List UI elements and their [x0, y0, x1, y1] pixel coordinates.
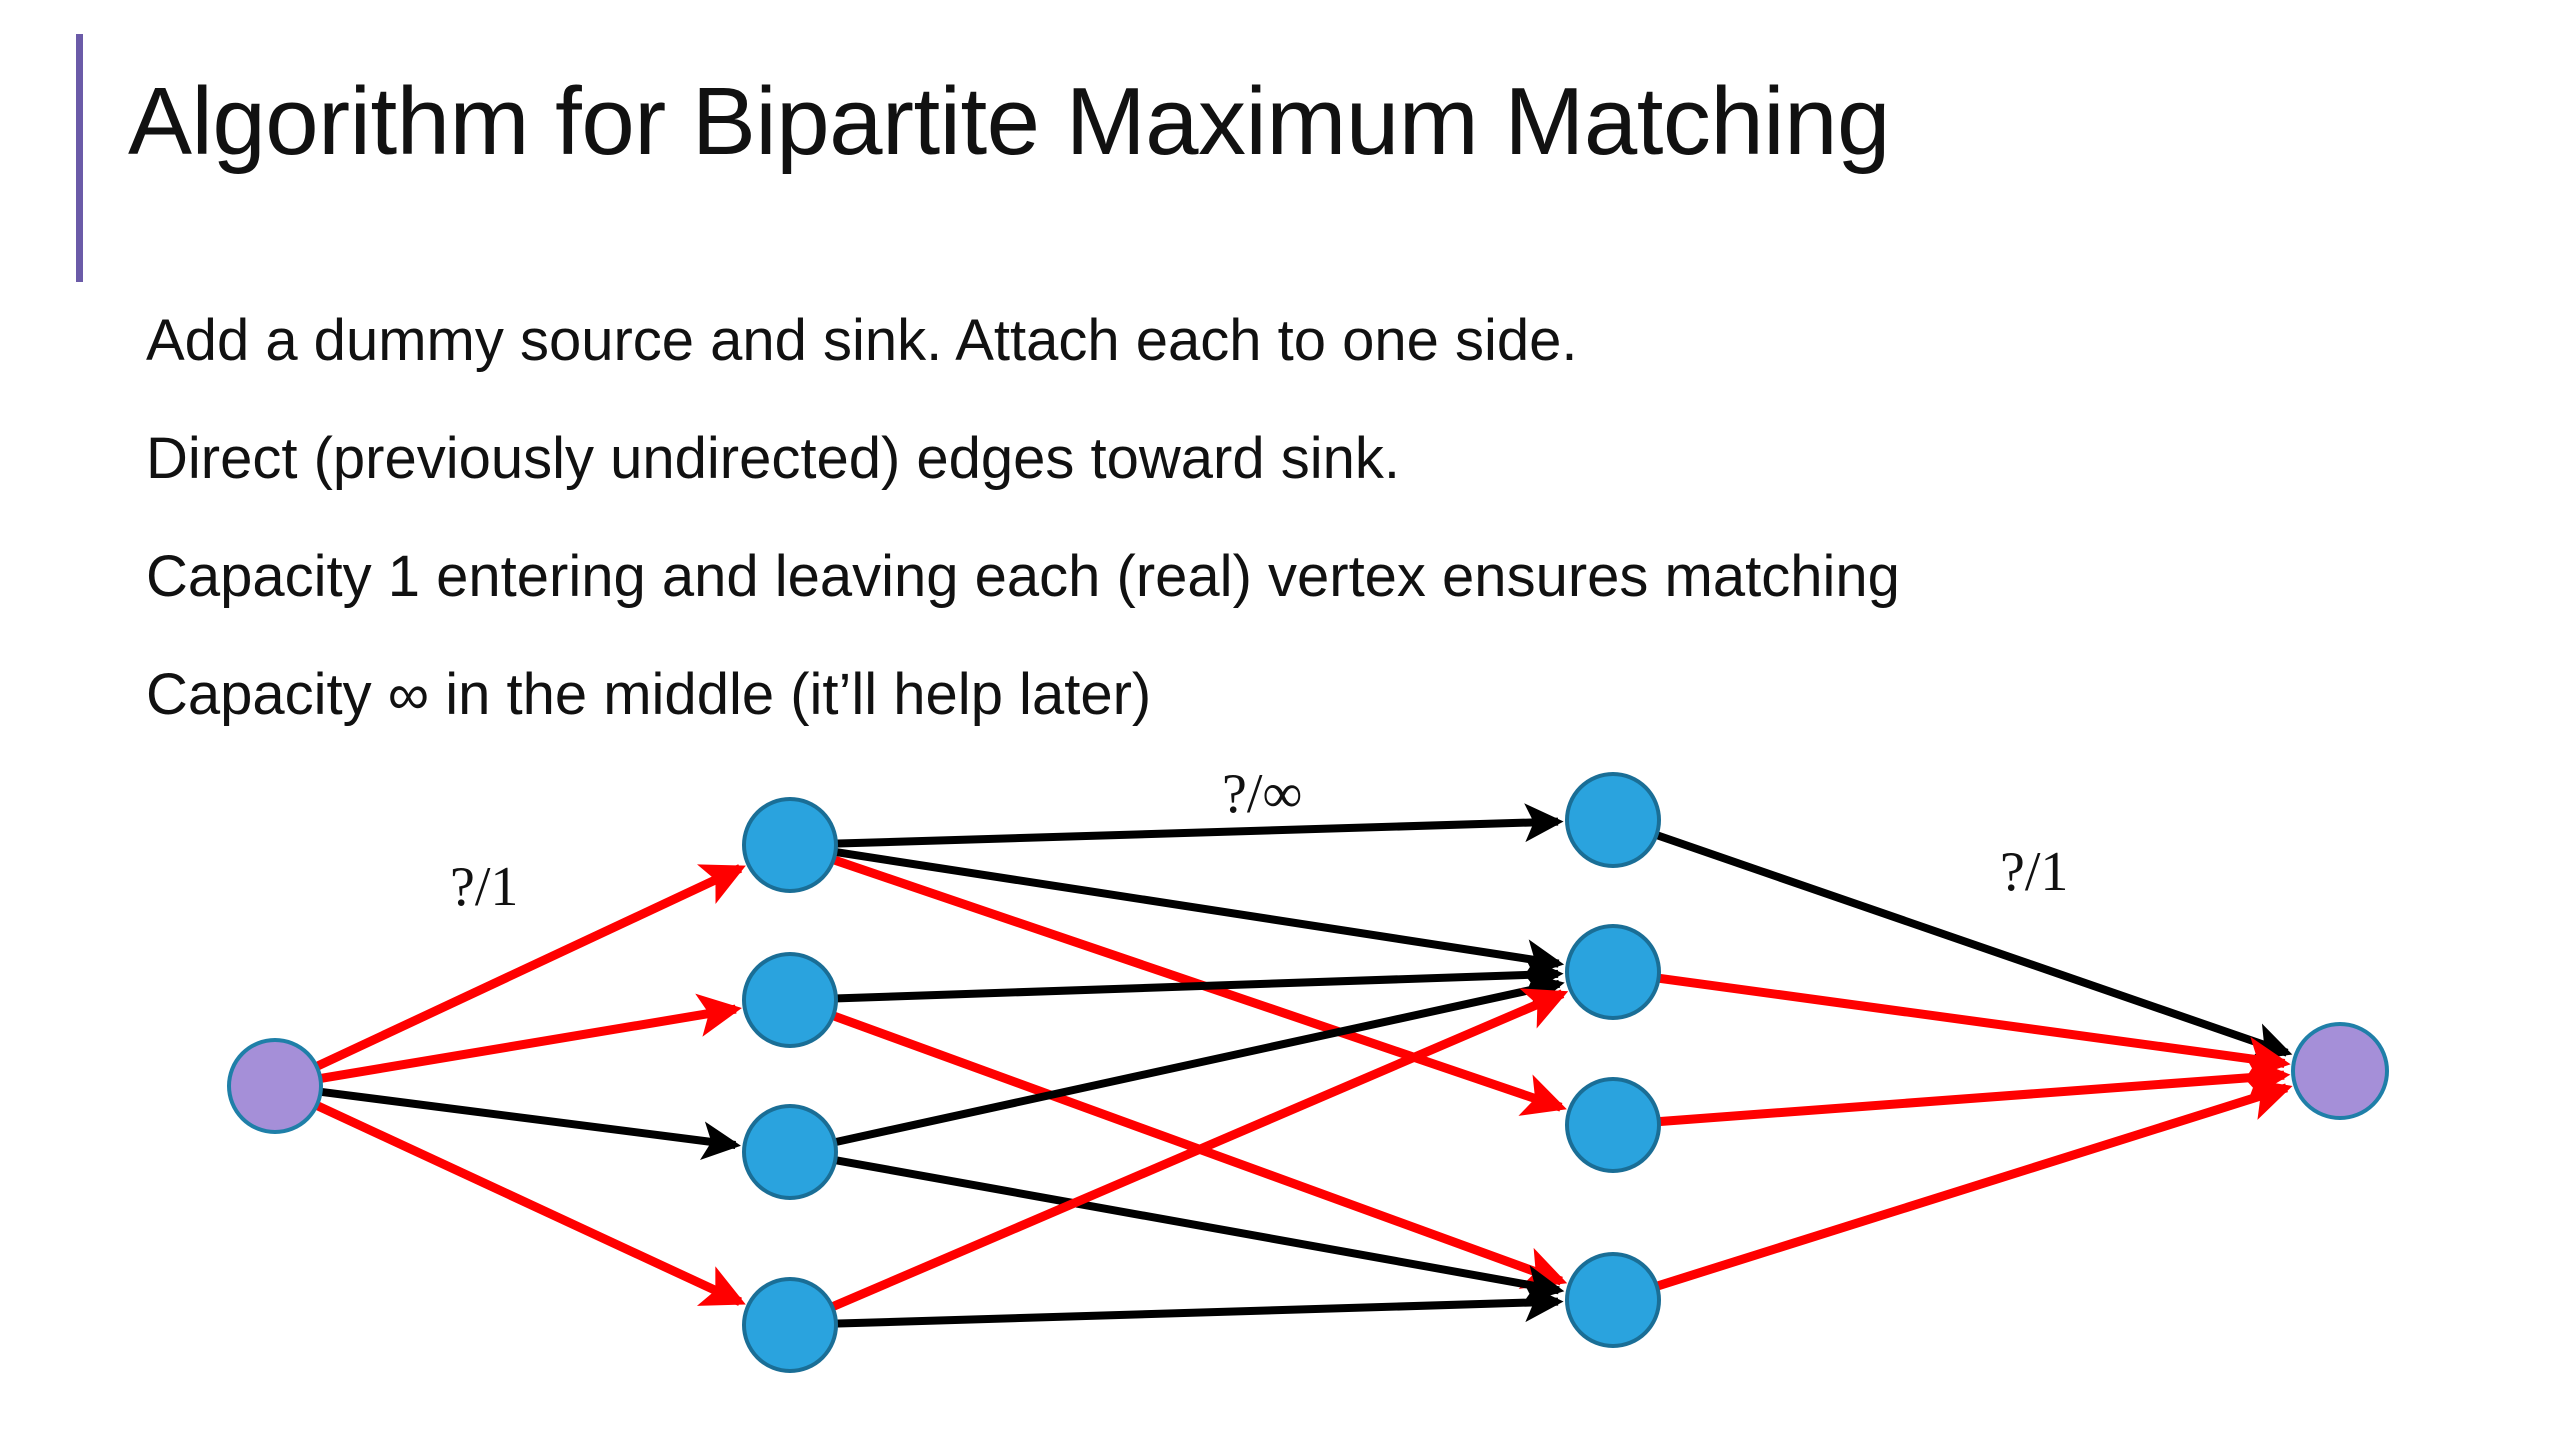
source-capacity-label: ?/1: [450, 856, 518, 918]
edge-left-1-to-right-1: [833, 803, 1564, 848]
edge-labels-layer: ?/1 ?/∞ ?/1: [450, 763, 2068, 918]
right-vertex-1[interactable]: [1565, 772, 1661, 868]
right-vertex-4[interactable]: [1565, 1252, 1661, 1348]
right-vertex-3[interactable]: [1565, 1077, 1661, 1173]
edge-left-4-to-right-2: [828, 988, 1569, 1312]
left-vertex-2[interactable]: [742, 952, 838, 1048]
edge-right-4-to-sink: [1653, 1078, 2293, 1292]
edge-left-2-to-right-2: [833, 955, 1564, 1003]
edge-source-to-left-4: [313, 1100, 746, 1306]
sink-node[interactable]: [2291, 1022, 2389, 1120]
title-accent-bar: [76, 34, 83, 282]
body-line-3: Capacity 1 entering and leaving each (re…: [146, 544, 1900, 609]
body-line-2: Direct (previously undirected) edges tow…: [146, 426, 1400, 491]
edge-source-to-left-2: [317, 993, 742, 1084]
left-vertex-3[interactable]: [742, 1104, 838, 1200]
left-vertex-4[interactable]: [742, 1277, 838, 1373]
edge-right-3-to-sink: [1656, 1056, 2291, 1127]
edge-left-3-to-right-4: [832, 1155, 1565, 1304]
body-line-4: Capacity ∞ in the middle (it’ll help lat…: [146, 662, 1152, 727]
edge-source-to-left-1: [312, 864, 746, 1072]
sink-capacity-label: ?/1: [2000, 841, 2068, 903]
edge-right-2-to-sink: [1655, 973, 2291, 1081]
edges-layer: [312, 803, 2293, 1328]
body-line-1: Add a dummy source and sink. Attach each…: [146, 308, 1578, 373]
edge-left-3-to-right-2: [832, 971, 1565, 1147]
left-vertex-1[interactable]: [742, 797, 838, 893]
edge-source-to-left-3: [318, 1087, 741, 1161]
page-title: Algorithm for Bipartite Maximum Matching: [128, 68, 1890, 175]
middle-capacity-label: ?/∞: [1222, 763, 1302, 825]
edge-left-4-to-right-4: [833, 1283, 1564, 1328]
source-node[interactable]: [227, 1038, 323, 1134]
edge-left-1-to-right-2: [832, 847, 1565, 978]
body-text-block: Add a dummy source and sink. Attach each…: [146, 312, 2466, 784]
right-vertex-2[interactable]: [1565, 924, 1661, 1020]
edge-right-1-to-sink: [1653, 830, 2293, 1061]
nodes-layer: [227, 772, 2389, 1373]
